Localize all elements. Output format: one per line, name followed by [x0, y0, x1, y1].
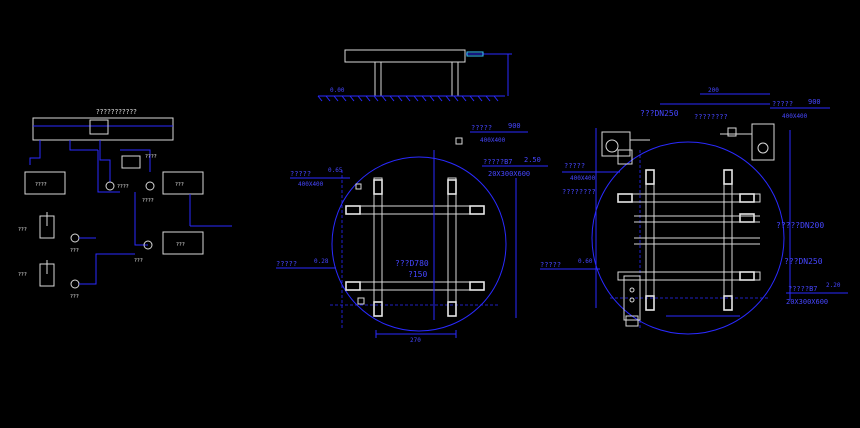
mid-pump-2-icon	[145, 181, 155, 191]
middle-plan-view: 270 ????? 900 400X400 ?????B7 2.50 20X30…	[276, 122, 548, 344]
middle-beam-h2	[345, 281, 485, 291]
bottom-left-dim: 0.28	[314, 258, 329, 265]
label-8: ???	[18, 227, 27, 233]
right-plan-view: 200 ???DN250 ???????? ????? 900 400X400 …	[540, 87, 848, 335]
grid-dim: 2.50	[524, 156, 541, 164]
right-dn200: ?????DN200	[776, 221, 824, 230]
middle-box-top	[455, 137, 463, 145]
left-dim: 0.65	[328, 167, 343, 174]
right-dim: 900	[808, 98, 821, 106]
top-tank	[32, 117, 174, 141]
label-3: ???	[175, 182, 184, 188]
middle-tank-outline	[331, 156, 507, 332]
right-top-dim: 200	[708, 87, 719, 94]
bottom-tank	[162, 231, 204, 255]
label-10: ???	[18, 272, 27, 278]
right-motor-icon	[605, 139, 619, 153]
right-tank	[162, 171, 204, 195]
mid-pump-icon	[105, 181, 115, 191]
right-bottom-right-size: 20X300X600	[786, 298, 828, 306]
right-beam-v1	[645, 169, 655, 311]
right-bottom-right-label: ?????B7	[788, 285, 818, 293]
middle-beam-v1	[373, 177, 383, 317]
center-label: ???D780	[395, 259, 429, 268]
right-pipe-top: ???DN250	[640, 109, 679, 118]
right-left-label: ?????	[564, 162, 585, 170]
center-value: ?150	[408, 270, 427, 279]
left-label: ?????	[290, 170, 311, 178]
right-dn250: ???DN250	[784, 257, 823, 266]
middle-box-bottom	[357, 297, 365, 305]
label-11: ???	[70, 294, 79, 300]
left-size: 400X400	[298, 181, 324, 188]
vessel-pump-1-icon	[70, 233, 80, 243]
left-process-schematic: ??????????? ???? ???? ??? ???? ???? ??? …	[18, 108, 232, 300]
box-size: 400X400	[480, 137, 506, 144]
middle-elevation-view: 0.00	[317, 49, 512, 102]
pipe-dim: 900	[508, 122, 521, 130]
schematic-title: ???????????	[96, 108, 137, 116]
left-tank	[24, 171, 66, 195]
bottom-dim: 270	[410, 337, 421, 344]
right-beam-h1	[617, 193, 761, 203]
right-bottom-right-dim: 2.20	[826, 282, 841, 289]
right-equipment-top-left	[601, 131, 631, 157]
middle-beam-v2	[447, 177, 457, 317]
label-7: ???	[134, 258, 143, 264]
grid-size: 20X300X600	[488, 170, 530, 178]
label-6: ???	[176, 242, 185, 248]
right-equipment-top-right	[751, 123, 775, 161]
label-1: ????	[145, 154, 157, 160]
right-beam-h2	[617, 271, 761, 281]
right-size: 400X400	[782, 113, 808, 120]
elevation-pipe-marker	[466, 51, 484, 57]
right-bottom-left-dim: 0.60	[578, 258, 593, 265]
right-tank-outline	[591, 141, 785, 335]
top-tank-inlet	[89, 119, 109, 135]
vessel-pump-2-icon	[70, 279, 80, 289]
elevation-dim: 0.00	[330, 87, 345, 94]
label-5: ????	[142, 198, 154, 204]
middle-beam-h1	[345, 205, 485, 215]
right-left-extra: ????????	[694, 113, 728, 121]
bottom-pump-icon	[143, 240, 153, 250]
label-9: ???	[70, 248, 79, 254]
right-label: ?????	[772, 100, 793, 108]
process-unit	[121, 155, 141, 169]
bottom-left-label: ?????	[276, 260, 297, 268]
elevation-beam	[344, 49, 466, 63]
right-left-size: 400X400	[570, 175, 596, 182]
grid-label: ?????B7	[483, 158, 513, 166]
right-column	[623, 275, 641, 321]
label-2: ????	[35, 182, 47, 188]
label-4: ????	[117, 184, 129, 190]
right-motor-2-icon	[757, 142, 769, 154]
right-beam-v2	[723, 169, 733, 311]
pipe-label: ?????	[471, 124, 492, 132]
right-bottom-left-label: ?????	[540, 261, 561, 269]
right-left-extra-2: ????????	[562, 188, 596, 196]
middle-box-left	[355, 183, 362, 190]
